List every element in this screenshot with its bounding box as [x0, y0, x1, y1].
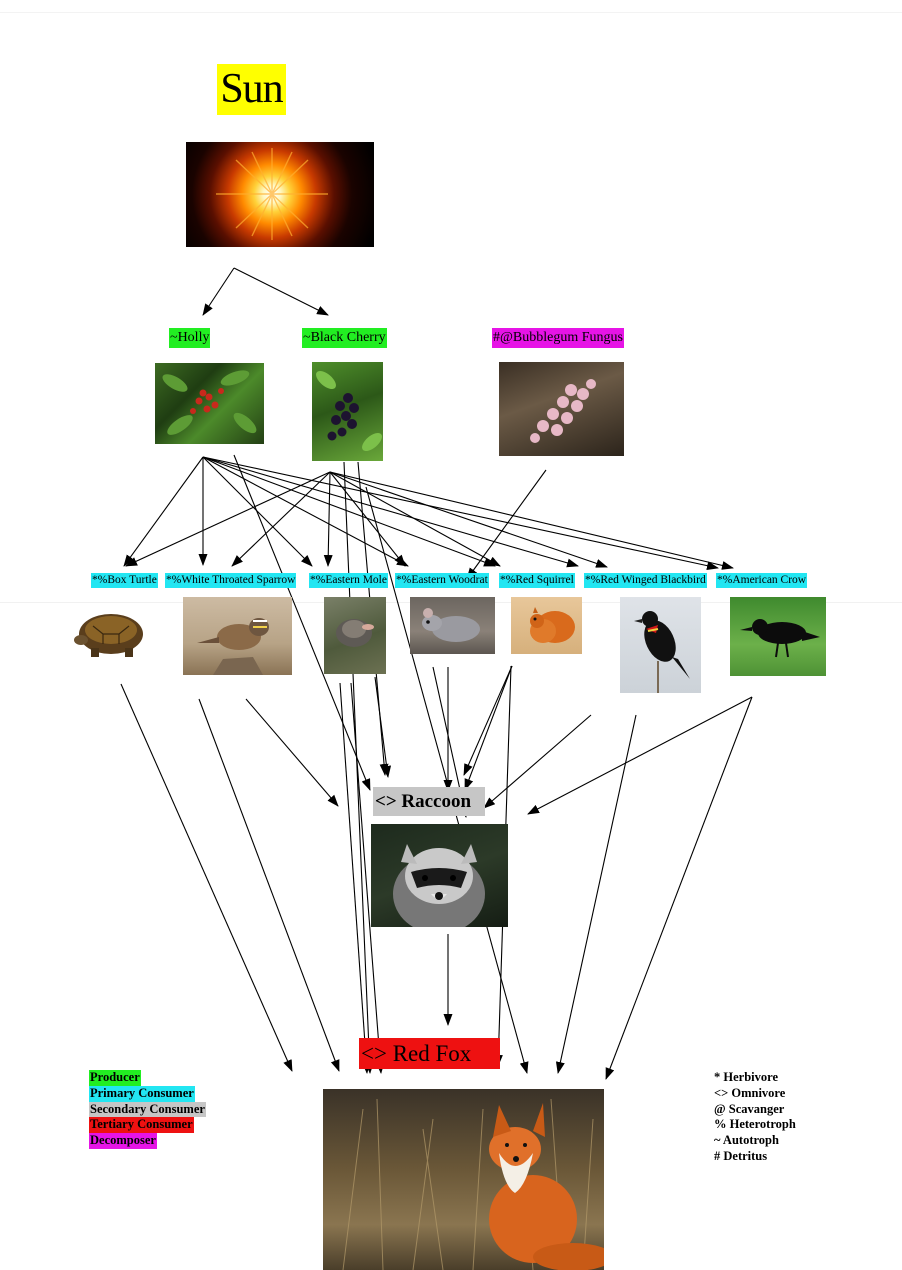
arrow-holly-raccoon [233, 454, 371, 791]
arrow-cherry-mole [323, 471, 333, 567]
arrow-squirrel-raccoon-2 [464, 665, 513, 791]
squirrel-photo [511, 597, 582, 654]
arrow-cherry-squirrel [329, 471, 501, 567]
box-turtle-photo [73, 604, 148, 662]
arrow-sparrow-raccoon [245, 698, 339, 807]
arrow-cherry-sparrow [231, 471, 331, 567]
bubblegum-fungus-label: #@Bubblegum Fungus [492, 328, 624, 348]
woodrat-photo [410, 597, 495, 654]
arrow-sparrow-fox [198, 698, 340, 1072]
legend-decomposer: Decomposer [89, 1133, 157, 1149]
symbol-omnivore: <> Omnivore [714, 1085, 786, 1100]
eastern-mole-label: *%Eastern Mole [309, 573, 388, 588]
mole-photo [324, 597, 386, 674]
arrow-holly-turtle [123, 456, 204, 567]
arrow-fungus-woodrat [466, 469, 547, 580]
arrow-mole-fox [339, 682, 371, 1074]
arrow-squirrel-raccoon [463, 665, 513, 776]
arrow-cherry-crow [329, 471, 734, 570]
role-legend: Producer Primary Consumer Secondary Cons… [89, 1070, 206, 1149]
white-throated-sparrow-label: *%White Throated Sparrow [165, 573, 297, 588]
arrow-sun-holly [202, 267, 235, 316]
red-fox-photo [323, 1089, 604, 1270]
arrow-cherry-blackbird [329, 471, 608, 568]
red-squirrel-label: *%Red Squirrel [499, 573, 575, 588]
red-winged-blackbird-label: *%Red Winged Blackbird [584, 573, 707, 588]
symbol-legend: * Herbivore <> Omnivore @ Scavanger % He… [714, 1070, 796, 1165]
legend-producer: Producer [89, 1070, 141, 1086]
box-turtle-label: *%Box Turtle [91, 573, 158, 588]
raccoon-photo [371, 824, 508, 927]
symbol-autotroph: ~ Autotroph [714, 1133, 779, 1148]
arrow-holly-woodrat [202, 456, 409, 567]
arrow-cherry-turtle [125, 471, 331, 567]
sun-rays [216, 148, 328, 240]
arrow-holly-blackbird [202, 456, 579, 568]
eastern-woodrat-label: *%Eastern Woodrat [395, 573, 489, 588]
arrow-holly-crow [202, 456, 719, 571]
blackbird-photo [620, 597, 701, 693]
arrow-blackbird-raccoon [483, 714, 592, 809]
arrow-mole-fox-2 [350, 682, 385, 1074]
holly-photo [155, 363, 264, 444]
legend-tertiary-consumer: Tertiary Consumer [89, 1117, 194, 1134]
symbol-scavanger: @ Scavanger [714, 1101, 785, 1116]
arrow-crow-raccoon [527, 696, 753, 815]
symbol-detritus: # Detritus [714, 1148, 768, 1163]
raccoon-label: <> Raccoon [373, 787, 485, 816]
black-cherry-label: ~Black Cherry [302, 328, 387, 348]
arrow-turtle-fox [120, 683, 293, 1072]
legend-primary-consumer: Primary Consumer [89, 1085, 195, 1102]
bubblegum-fungus-photo [499, 362, 624, 456]
arrow-holly-squirrel [202, 456, 496, 567]
sun-label: Sun [217, 64, 286, 115]
symbol-herbivore: * Herbivore [714, 1070, 778, 1084]
holly-label: ~Holly [169, 328, 211, 348]
american-crow-label: *%American Crow [716, 573, 808, 588]
arrow-cherry-woodrat [329, 471, 406, 567]
crow-photo [730, 597, 826, 676]
arrow-blackbird-fox [555, 714, 637, 1074]
top-rule [0, 12, 902, 13]
symbol-heterotroph: % Heterotroph [714, 1117, 796, 1132]
arrow-mole-raccoon [374, 676, 392, 778]
arrow-sun-cherry [233, 267, 329, 316]
sun-photo [186, 142, 374, 247]
black-cherry-photo [312, 362, 383, 461]
arrow-crow-fox [605, 696, 753, 1080]
sparrow-photo [183, 597, 292, 675]
legend-secondary-consumer: Secondary Consumer [89, 1101, 206, 1118]
red-fox-label: <> Red Fox [359, 1038, 500, 1069]
